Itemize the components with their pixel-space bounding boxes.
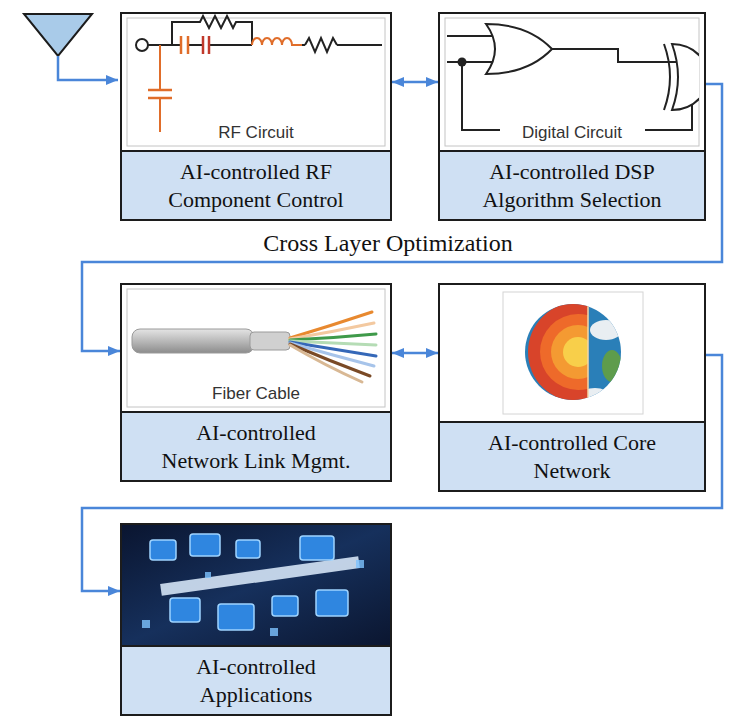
chip-illustration: [150, 540, 176, 560]
chip-illustration: [150, 534, 348, 630]
illustration-caption: RF Circuit: [122, 123, 390, 143]
rf-circuit-illustration: [187, 36, 190, 54]
chip-illustration: [272, 596, 298, 616]
rf-circuit-illustration: [136, 39, 148, 51]
rf-circuit-illustration: [252, 38, 302, 45]
digital-circuit-illustration: [447, 24, 699, 130]
box-label: AI-controlled DSP Algorithm Selection: [457, 158, 687, 213]
earth-illustration: [528, 300, 628, 404]
chip-illustration: [316, 590, 348, 616]
chip-illustration: [300, 536, 334, 560]
rf-circuit-illustration: [188, 44, 203, 46]
digital-circuit-illustration: [552, 49, 676, 62]
label-band: AI-controlled Core Network: [440, 421, 704, 490]
connector-arrow: [82, 355, 722, 591]
chip-illustration: [190, 534, 220, 556]
process-box: RF CircuitAI-controlled RF Component Con…: [120, 12, 392, 221]
rf-circuit-illustration: [136, 16, 382, 52]
label-band: AI-controlled Applications: [122, 645, 390, 714]
chip-illustration: [142, 620, 150, 628]
chip-illustration: [122, 525, 390, 645]
chip-illustration: [356, 560, 364, 568]
illustration-area: Fiber Cable: [122, 285, 390, 411]
chip-illustration: [205, 572, 211, 578]
earth-illustration: [528, 302, 588, 402]
illustration-area: [440, 285, 704, 421]
earth-illustration: [503, 292, 643, 414]
rf-circuit-illustration: [159, 98, 161, 132]
box-label: AI-controlled Core Network: [457, 429, 687, 484]
cable-illustration: [132, 329, 254, 353]
rf-circuit-illustration: [208, 36, 211, 54]
process-box: AI-controlled Core Network: [438, 283, 706, 492]
box-label: AI-controlled Network Link Mgmt.: [158, 419, 354, 474]
rf-circuit-illustration: [337, 44, 382, 46]
chip-illustration: [270, 628, 278, 636]
illustration-area: [122, 525, 390, 645]
digital-circuit-illustration: [458, 58, 467, 67]
rf-circuit-illustration: [148, 89, 172, 92]
earth-illustration: [602, 350, 622, 382]
earth-illustration: [590, 320, 622, 340]
rf-circuit-illustration: [148, 44, 181, 46]
illustration-caption: Fiber Cable: [122, 384, 390, 404]
cable-illustration: [290, 334, 376, 340]
antenna-symbol: [24, 14, 118, 80]
rf-circuit-illustration: [209, 44, 252, 46]
process-box: Fiber CableAI-controlled Network Link Mg…: [120, 283, 392, 482]
box-label: AI-controlled Applications: [141, 653, 371, 708]
label-band: AI-controlled RF Component Control: [122, 150, 390, 219]
illustration-area: RF Circuit: [122, 14, 390, 150]
illustration-area: Digital Circuit: [440, 14, 704, 150]
earth-illustration: [528, 302, 588, 402]
cable-illustration: [290, 344, 370, 376]
box-label: AI-controlled RF Component Control: [141, 158, 371, 213]
rf-circuit-illustration: [180, 36, 183, 54]
cable-illustration: [250, 332, 290, 350]
antenna-feed-line: [58, 56, 118, 80]
chip-illustration: [170, 598, 200, 622]
rf-circuit-illustration: [305, 38, 337, 52]
digital-circuit-illustration: [486, 24, 552, 74]
rf-circuit-illustration: [172, 16, 252, 45]
label-band: AI-controlled DSP Algorithm Selection: [440, 150, 704, 219]
label-band: AI-controlled Network Link Mgmt.: [122, 411, 390, 480]
antenna-symbol: [24, 14, 92, 56]
chip-illustration: [122, 525, 390, 645]
connector-arrow: [392, 81, 438, 84]
illustration-caption: Digital Circuit: [440, 123, 704, 143]
chip-illustration: [142, 560, 364, 636]
digital-circuit-illustration: [447, 61, 494, 63]
process-box: Digital CircuitAI-controlled DSP Algorit…: [438, 12, 706, 221]
earth-illustration: [551, 325, 588, 379]
digital-circuit-illustration: [664, 44, 670, 110]
earth-illustration: [563, 337, 588, 367]
digital-circuit-illustration: [447, 35, 494, 37]
chip-illustration: [236, 540, 260, 558]
layer-caption: Cross Layer Optimization: [258, 229, 517, 258]
rf-circuit-illustration: [159, 45, 161, 90]
rf-circuit-illustration: [202, 36, 205, 54]
chip-illustration: [218, 604, 254, 630]
earth-illustration: [503, 292, 643, 414]
process-box: AI-controlled Applications: [120, 523, 392, 716]
earth-illustration: [540, 314, 588, 390]
connector-arrow: [392, 352, 438, 355]
earth-illustration: [587, 300, 589, 404]
digital-circuit-illustration: [672, 44, 699, 110]
cable-illustration: [290, 345, 362, 382]
connector-arrow: [82, 84, 722, 351]
cable-illustration: [290, 312, 376, 382]
